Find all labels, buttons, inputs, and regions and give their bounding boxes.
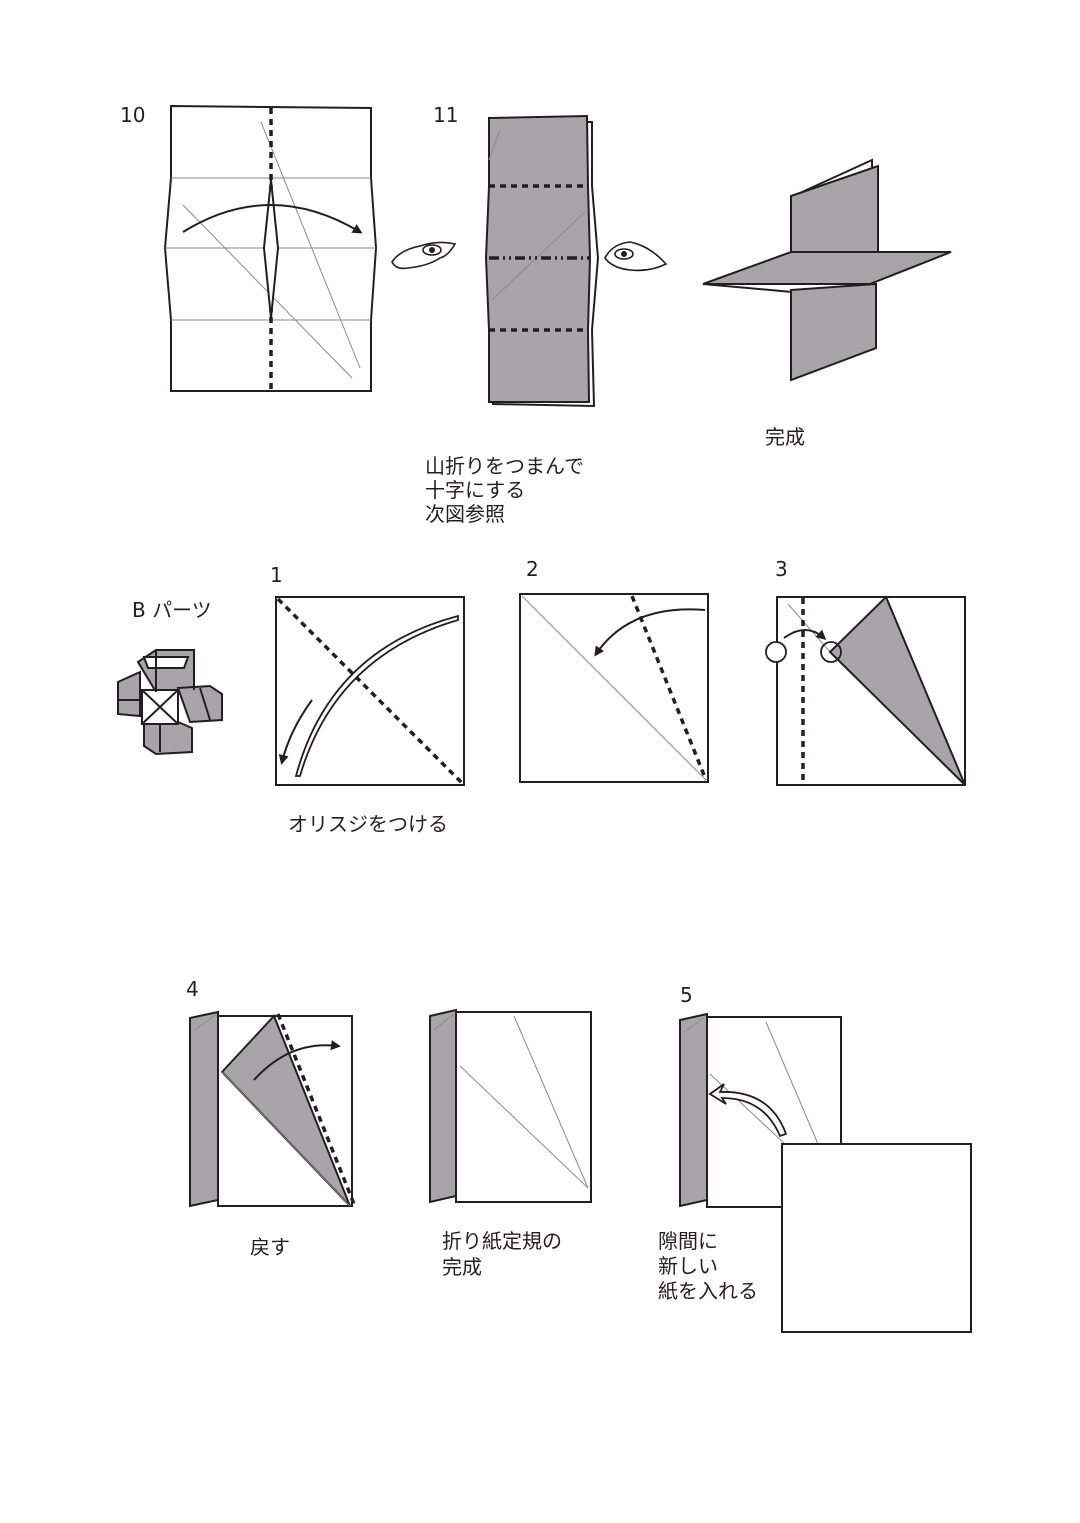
step-number: 10 — [120, 103, 145, 127]
fold-arrow — [594, 608, 706, 657]
b-step-1-caption: オリスジをつける — [288, 812, 448, 836]
step-number: 5 — [680, 983, 693, 1007]
step-11: 11 山折りをつまんで 十字にする 次図参照 — [425, 103, 600, 526]
folded-strip — [189, 1010, 219, 1208]
insert-arrow — [708, 1083, 788, 1138]
ruler-caption: 折り紙定規の 完成 — [442, 1229, 568, 1279]
left-wing — [702, 251, 952, 285]
folded-strip — [429, 1008, 457, 1204]
folded-flap — [828, 595, 966, 786]
target-point-marker — [820, 641, 842, 663]
fold-arrow — [182, 204, 363, 234]
step-10: 10 — [120, 103, 378, 392]
finished-model: 完成 — [702, 158, 952, 449]
b-step-3: 3 — [765, 557, 966, 786]
finished-caption: 完成 — [765, 425, 805, 449]
b-parts-title: B パーツ — [132, 598, 212, 622]
b-step-4: 4 戻す — [186, 977, 356, 1259]
step-number: 1 — [270, 563, 283, 587]
ruler-complete: 折り紙定規の 完成 — [429, 1008, 592, 1279]
b-parts-title-group: B パーツ — [117, 598, 223, 756]
unfold-arrow — [253, 1040, 341, 1081]
lower-panel — [790, 282, 877, 382]
new-paper-square — [781, 1143, 972, 1333]
b-step-5-caption: 隙間に 新しい 紙を入れる — [658, 1229, 758, 1303]
fold-arrow — [783, 629, 827, 640]
valley-fold-line — [630, 595, 708, 781]
folded-strip — [679, 1012, 708, 1208]
step-number: 11 — [433, 103, 458, 127]
step-number: 4 — [186, 977, 199, 1001]
b-step-2: 2 — [519, 557, 709, 783]
pinched-fold — [262, 179, 280, 319]
b-step-1: 1 オリスジをつける — [270, 563, 465, 836]
target-point-marker — [765, 641, 787, 663]
eye-view-icon — [391, 241, 457, 270]
b-step-5: 5 隙間に 新しい 紙を入れる — [658, 983, 972, 1333]
valley-fold-line — [276, 1013, 356, 1205]
step-number: 3 — [775, 557, 788, 581]
paper-rect — [455, 1011, 592, 1203]
step-number: 2 — [526, 557, 539, 581]
step-11-caption: 山折りをつまんで 十字にする 次図参照 — [425, 454, 590, 526]
eye-view-icon — [604, 241, 668, 272]
fold-unfold-arrow — [294, 614, 459, 777]
b-step-4-caption: 戻す — [250, 1235, 290, 1259]
b-parts-model-icon — [117, 649, 223, 756]
